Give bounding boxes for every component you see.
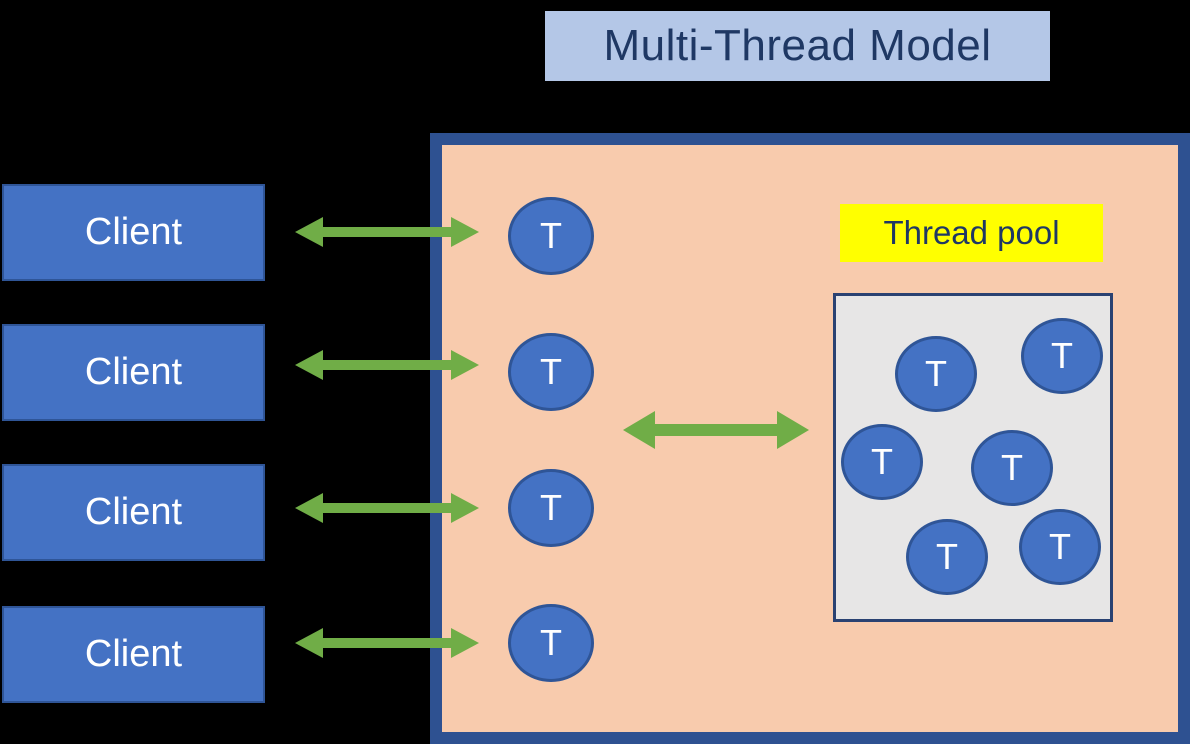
client-box: Client (2, 606, 265, 703)
worker-thread-circle: T (508, 469, 594, 547)
thread-pool-label: Thread pool (840, 204, 1103, 262)
pool-thread-circle: T (1021, 318, 1103, 394)
client-box: Client (2, 464, 265, 561)
worker-thread-circle: T (508, 333, 594, 411)
pool-thread-circle: T (841, 424, 923, 500)
pool-thread-circle: T (895, 336, 977, 412)
worker-thread-circle: T (508, 197, 594, 275)
client-box: Client (2, 184, 265, 281)
worker-thread-circle: T (508, 604, 594, 682)
pool-thread-circle: T (971, 430, 1053, 506)
pool-thread-circle: T (1019, 509, 1101, 585)
diagram-title: Multi-Thread Model (545, 11, 1050, 81)
client-box: Client (2, 324, 265, 421)
pool-thread-circle: T (906, 519, 988, 595)
